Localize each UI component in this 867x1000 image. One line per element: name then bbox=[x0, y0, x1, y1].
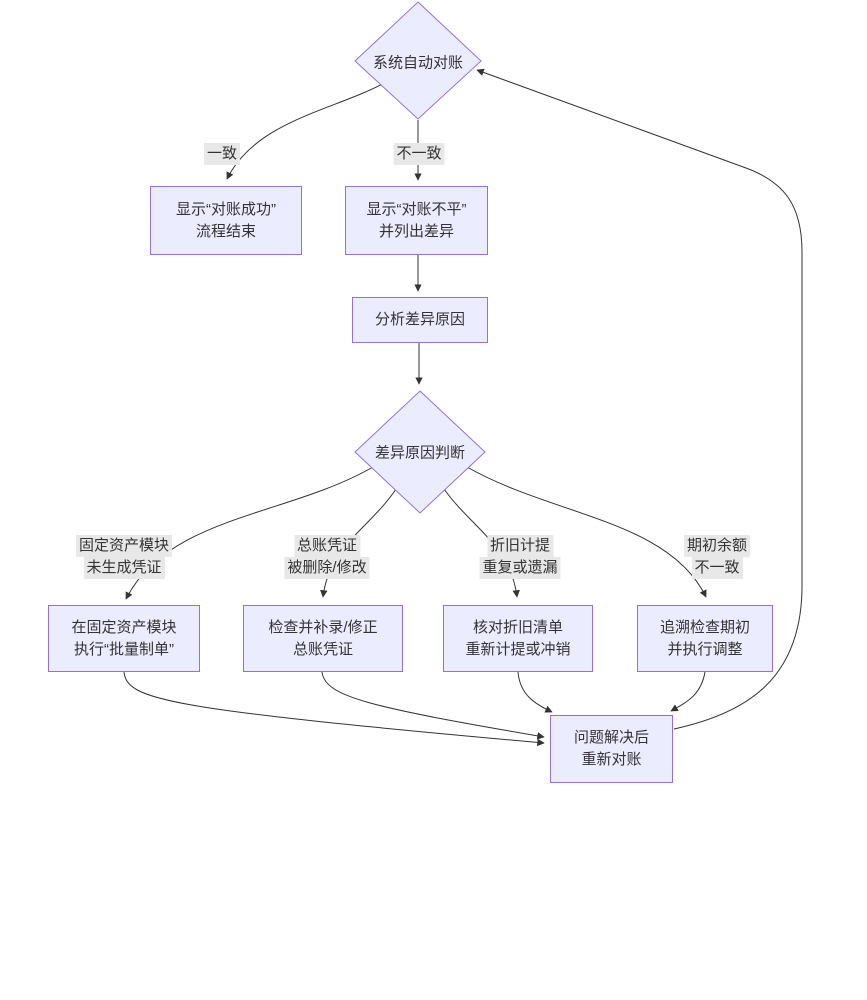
node-analyze-diff: 分析差异原因 bbox=[352, 297, 488, 343]
node-show-success: 显示“对账成功” 流程结束 bbox=[150, 186, 302, 255]
edge-label-cause-fa-line2: 未生成凭证 bbox=[83, 557, 165, 579]
edge-label-cause-fa-line1: 固定资产模块 bbox=[75, 535, 173, 557]
edge-label-mismatch-text: 不一致 bbox=[393, 143, 445, 165]
edge-label-cause-opening-line2: 不一致 bbox=[691, 557, 743, 579]
edge-judge-to-fa-batch bbox=[125, 466, 374, 600]
node-auto-reconcile-label: 系统自动对账 bbox=[372, 54, 464, 72]
edge-label-match: 一致 bbox=[203, 143, 241, 165]
edge-label-mismatch: 不一致 bbox=[393, 143, 445, 165]
edge-label-cause-depr-line1: 折旧计提 bbox=[486, 535, 554, 557]
node-fix-gl-voucher-line1: 检查并补录/修正 bbox=[268, 618, 378, 636]
node-re-reconcile-line2: 重新对账 bbox=[581, 751, 642, 768]
edge-label-match-text: 一致 bbox=[203, 143, 241, 165]
node-show-unbalanced: 显示“对账不平” 并列出差异 bbox=[345, 186, 488, 255]
edge-rereconcile-loop-to-start bbox=[476, 68, 803, 730]
node-fix-gl-voucher-line2: 总账凭证 bbox=[292, 640, 353, 658]
node-fix-fa-batch-line1: 在固定资产模块 bbox=[71, 618, 177, 636]
node-analyze-diff-label: 分析差异原因 bbox=[374, 311, 465, 328]
node-fix-fa-batch: 在固定资产模块 执行“批量制单” bbox=[48, 605, 200, 672]
edge-label-cause-depr: 折旧计提 重复或遗漏 bbox=[479, 535, 561, 579]
node-fix-opening-line2: 并执行调整 bbox=[667, 640, 743, 658]
node-fix-opening-line1: 追溯检查期初 bbox=[659, 618, 750, 636]
node-fix-depreciation-line1: 核对折旧清单 bbox=[472, 618, 563, 636]
node-fix-gl-voucher: 检查并补录/修正 总账凭证 bbox=[243, 605, 403, 672]
edge-label-cause-opening: 期初余额 不一致 bbox=[683, 535, 751, 579]
edge-label-cause-gl-line1: 总账凭证 bbox=[293, 535, 361, 557]
edge-depreciation-to-rereconcile bbox=[517, 671, 553, 713]
edge-label-cause-fa: 固定资产模块 未生成凭证 bbox=[75, 535, 173, 579]
node-fix-depreciation-line2: 重新计提或冲销 bbox=[465, 640, 571, 658]
decision-judge-cause-shape bbox=[354, 390, 486, 514]
node-show-success-line1: 显示“对账成功” bbox=[176, 200, 276, 218]
node-show-unbalanced-line1: 显示“对账不平” bbox=[366, 200, 467, 218]
edge-match bbox=[226, 81, 387, 180]
edge-fa-batch-to-rereconcile bbox=[123, 671, 545, 747]
edge-label-cause-opening-line1: 期初余额 bbox=[683, 535, 751, 557]
node-show-unbalanced-line2: 并列出差异 bbox=[378, 222, 454, 240]
edge-label-cause-gl: 总账凭证 被删除/修改 bbox=[284, 535, 370, 579]
decision-auto-reconcile-shape bbox=[354, 1, 482, 120]
node-judge-cause-label: 差异原因判断 bbox=[374, 444, 466, 462]
node-re-reconcile-line1: 问题解决后 bbox=[573, 729, 649, 746]
edge-gl-voucher-to-rereconcile bbox=[321, 671, 545, 740]
edge-label-cause-depr-line2: 重复或遗漏 bbox=[479, 557, 561, 579]
edge-opening-to-rereconcile bbox=[670, 671, 706, 712]
node-fix-fa-batch-line2: 执行“批量制单” bbox=[74, 640, 174, 658]
node-fix-opening: 追溯检查期初 并执行调整 bbox=[637, 605, 773, 672]
edge-label-cause-gl-line2: 被删除/修改 bbox=[284, 557, 370, 579]
edge-judge-to-opening bbox=[466, 466, 707, 598]
node-show-success-line2: 流程结束 bbox=[195, 222, 256, 240]
node-re-reconcile: 问题解决后 重新对账 bbox=[550, 715, 673, 783]
node-fix-depreciation: 核对折旧清单 重新计提或冲销 bbox=[443, 605, 593, 672]
